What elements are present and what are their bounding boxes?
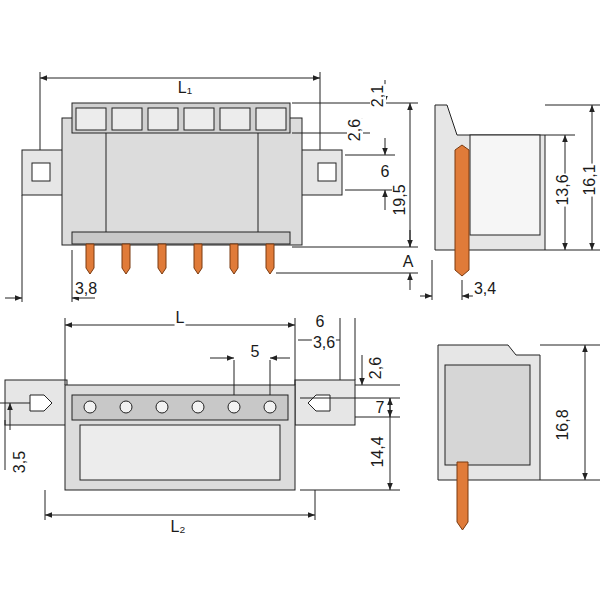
dimension-label: 2,6 xyxy=(368,356,384,380)
dimension-label: 6 xyxy=(380,164,391,180)
dimension-label: 16,1 xyxy=(582,163,598,196)
dimension-label: L₁ xyxy=(177,80,193,96)
dimension-label: 3,4 xyxy=(473,281,497,297)
dimension-label: L xyxy=(175,310,186,326)
dimension-label: 6 xyxy=(315,314,326,330)
dimension-label: L₂ xyxy=(169,519,186,535)
dimension-label: 13,6 xyxy=(555,173,571,206)
dimension-label: 5 xyxy=(250,344,261,360)
dimension-label: 3,5 xyxy=(12,450,28,474)
dimension-label: 16,8 xyxy=(555,408,571,441)
dimension-label: 2,6 xyxy=(347,118,363,142)
dimension-label: 7 xyxy=(375,400,386,416)
dimension-label: 14,4 xyxy=(370,435,386,468)
dimension-label: 19,5 xyxy=(392,183,408,216)
dimension-label: 3,8 xyxy=(74,281,98,297)
dimension-label: A xyxy=(402,254,415,270)
dimension-label: 2,1 xyxy=(370,84,386,108)
dimension-label: 3,6 xyxy=(312,335,336,351)
